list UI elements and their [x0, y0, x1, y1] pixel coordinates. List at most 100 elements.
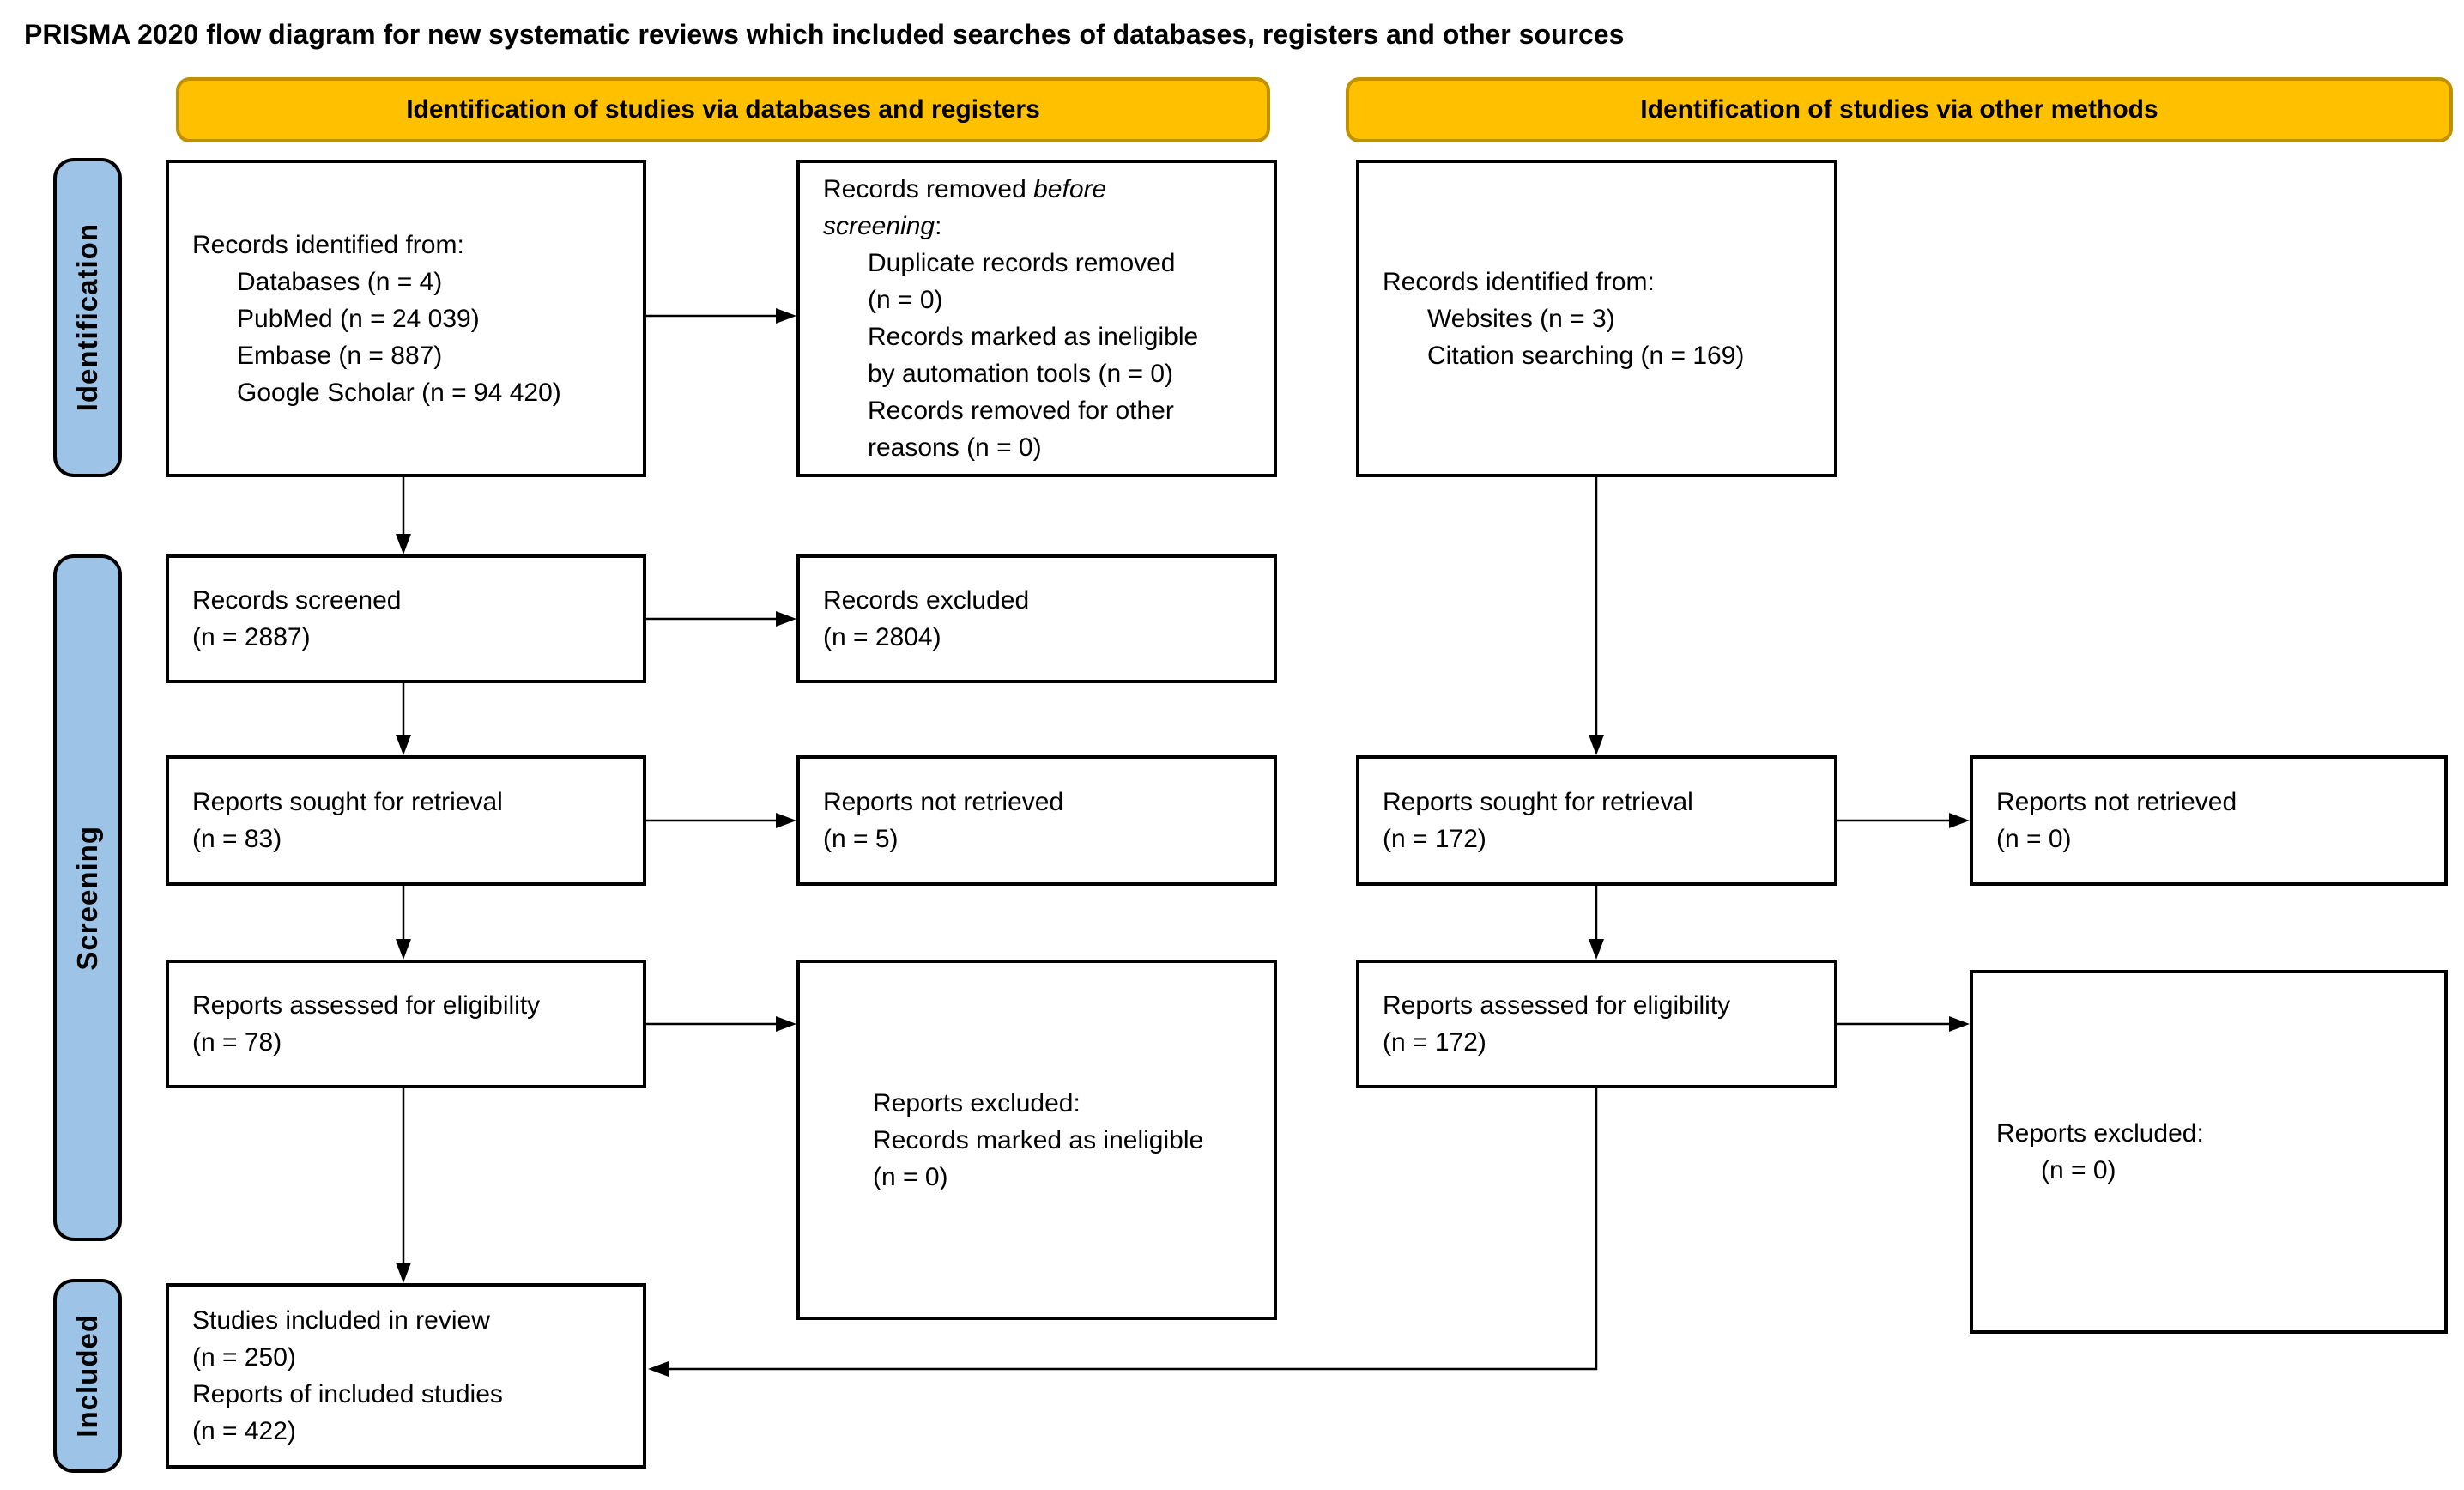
stage-label-identification-text: Identification [71, 223, 103, 412]
text-segment: Reports assessed for eligibility [1383, 991, 1731, 1020]
box-records-identified-databases: Records identified from: Databases (n = 4… [166, 160, 646, 477]
box-text-line: Reports not retrieved [1996, 784, 2432, 821]
stage-label-included-text: Included [71, 1314, 103, 1438]
stage-label-screening: Screening [53, 554, 122, 1241]
text-segment: Reports assessed for eligibility [192, 991, 541, 1020]
text-segment: Records marked as ineligible [868, 323, 1199, 351]
box-text-line: Embase (n = 887) [192, 337, 631, 374]
box-reports-excluded-databases: Reports excluded: Records marked as ineli… [796, 960, 1277, 1320]
box-text-line: Records removed before [823, 171, 1262, 208]
box-text-line: (n = 0) [823, 282, 1262, 318]
text-segment: Reports of included studies [192, 1380, 503, 1408]
box-text-line: Reports sought for retrieval [1383, 784, 1822, 821]
box-text-line: Reports sought for retrieval [192, 784, 631, 821]
arrow-sought-to-assessed [396, 886, 411, 960]
stage-label-identification: Identification [53, 158, 122, 477]
text-segment: Records removed [823, 175, 1034, 203]
text-segment: (n = 83) [192, 825, 282, 853]
text-segment: (n = 0) [868, 286, 943, 314]
box-reports-assessed-databases: Reports assessed for eligibility (n = 78) [166, 960, 646, 1088]
box-text-line: (n = 250) [192, 1339, 631, 1376]
box-text-line: Records excluded [823, 582, 1262, 619]
text-segment: Duplicate records removed [868, 249, 1176, 277]
text-segment: Citation searching (n = 169) [1427, 341, 1745, 370]
box-text-line: Reports of included studies [192, 1376, 631, 1413]
box-reports-not-retrieved-other: Reports not retrieved (n = 0) [1970, 755, 2448, 886]
box-text-line: screening: [823, 208, 1262, 245]
box-text-line: Reports assessed for eligibility [192, 987, 631, 1024]
text-segment: Records excluded [823, 586, 1030, 615]
text-segment: Studies included in review [192, 1306, 490, 1335]
box-text-line: (n = 78) [192, 1024, 631, 1061]
box-reports-sought-other: Reports sought for retrieval (n = 172) [1356, 755, 1837, 886]
arrow-assessed-to-included [396, 1088, 411, 1283]
box-text-line: Records removed for other [823, 392, 1262, 429]
box-reports-sought-databases: Reports sought for retrieval (n = 83) [166, 755, 646, 886]
text-segment: Records identified from: [192, 230, 464, 259]
box-text-line: (n = 2887) [192, 619, 631, 656]
diagram-title: PRISMA 2020 flow diagram for new systema… [24, 19, 1625, 50]
banner-other-methods: Identification of studies via other meth… [1346, 77, 2453, 142]
box-text-line: Duplicate records removed [823, 245, 1262, 282]
box-records-excluded: Records excluded (n = 2804) [796, 554, 1277, 683]
text-segment: (n = 0) [1996, 825, 2072, 853]
box-text-line: Records marked as ineligible [873, 1122, 1262, 1159]
box-text-line: Records screened [192, 582, 631, 619]
stage-label-screening-text: Screening [71, 825, 103, 971]
arrow-sought-other-to-assessed [1589, 886, 1604, 960]
text-segment: Databases (n = 4) [237, 267, 443, 296]
text-segment: Reports sought for retrieval [192, 788, 503, 816]
text-segment: Reports sought for retrieval [1383, 788, 1693, 816]
text-segment: (n = 2804) [823, 623, 941, 651]
box-text-line: Records marked as ineligible [823, 318, 1262, 355]
box-text-line: (n = 5) [823, 821, 1262, 857]
text-segment: Reports excluded: [873, 1088, 1081, 1118]
text-segment: : [935, 212, 942, 240]
box-text-line: (n = 0) [1996, 821, 2432, 857]
box-text-line: PubMed (n = 24 039) [192, 300, 631, 337]
box-text-line: by automation tools (n = 0) [823, 355, 1262, 392]
arrow-screened-to-excluded [646, 611, 796, 627]
arrow-sought-other-to-not-retrieved [1837, 813, 1970, 828]
text-segment: by automation tools (n = 0) [868, 360, 1174, 388]
box-text-line: (n = 0) [1996, 1152, 2432, 1189]
text-segment: (n = 172) [1383, 1028, 1486, 1057]
box-reports-not-retrieved-databases: Reports not retrieved (n = 5) [796, 755, 1277, 886]
text-segment: (n = 172) [1383, 825, 1486, 853]
box-records-identified-other-methods: Records identified from:Websites (n = 3)… [1356, 160, 1837, 477]
text-segment: Reports not retrieved [823, 788, 1064, 816]
text-segment: Records marked as ineligible [873, 1125, 1204, 1154]
box-text-line: Databases (n = 4) [192, 263, 631, 300]
box-text-line: (n = 83) [192, 821, 631, 857]
box-text-line: (n = 422) [192, 1413, 631, 1450]
text-segment: screening [823, 212, 935, 240]
text-segment: (n = 2887) [192, 623, 311, 651]
text-segment: Websites (n = 3) [1427, 304, 1615, 333]
text-segment: PubMed (n = 24 039) [237, 304, 480, 333]
arrow-assessed-to-excluded [646, 1016, 796, 1032]
box-text-line: Google Scholar (n = 94 420) [192, 374, 631, 411]
box-text-line: (n = 0) [873, 1159, 1262, 1196]
text-segment: (n = 0) [2041, 1156, 2116, 1184]
text-segment: (n = 250) [192, 1343, 296, 1372]
stage-label-included: Included [53, 1279, 122, 1473]
box-records-screened: Records screened (n = 2887) [166, 554, 646, 683]
box-text-line: (n = 2804) [823, 619, 1262, 656]
arrow-screened-to-sought [396, 683, 411, 755]
box-text-line: Studies included in review [192, 1302, 631, 1339]
box-text-line: Reports excluded: [873, 1085, 1262, 1122]
arrow-sought-to-not-retrieved [646, 813, 796, 828]
text-segment: (n = 5) [823, 825, 899, 853]
text-segment: (n = 78) [192, 1028, 282, 1057]
text-segment: Reports excluded: [1996, 1119, 2204, 1148]
box-studies-included: Studies included in review (n = 250) Repor… [166, 1283, 646, 1469]
text-segment: Embase (n = 887) [237, 341, 443, 370]
box-text-line: Records identified from: [192, 227, 631, 263]
text-segment: Records removed for other [868, 397, 1174, 425]
arrow-identified-other-to-sought [1589, 477, 1604, 755]
text-segment: Reports not retrieved [1996, 788, 2237, 816]
box-text-line: Reports excluded: [1996, 1115, 2432, 1152]
text-segment: Google Scholar (n = 94 420) [237, 378, 561, 407]
